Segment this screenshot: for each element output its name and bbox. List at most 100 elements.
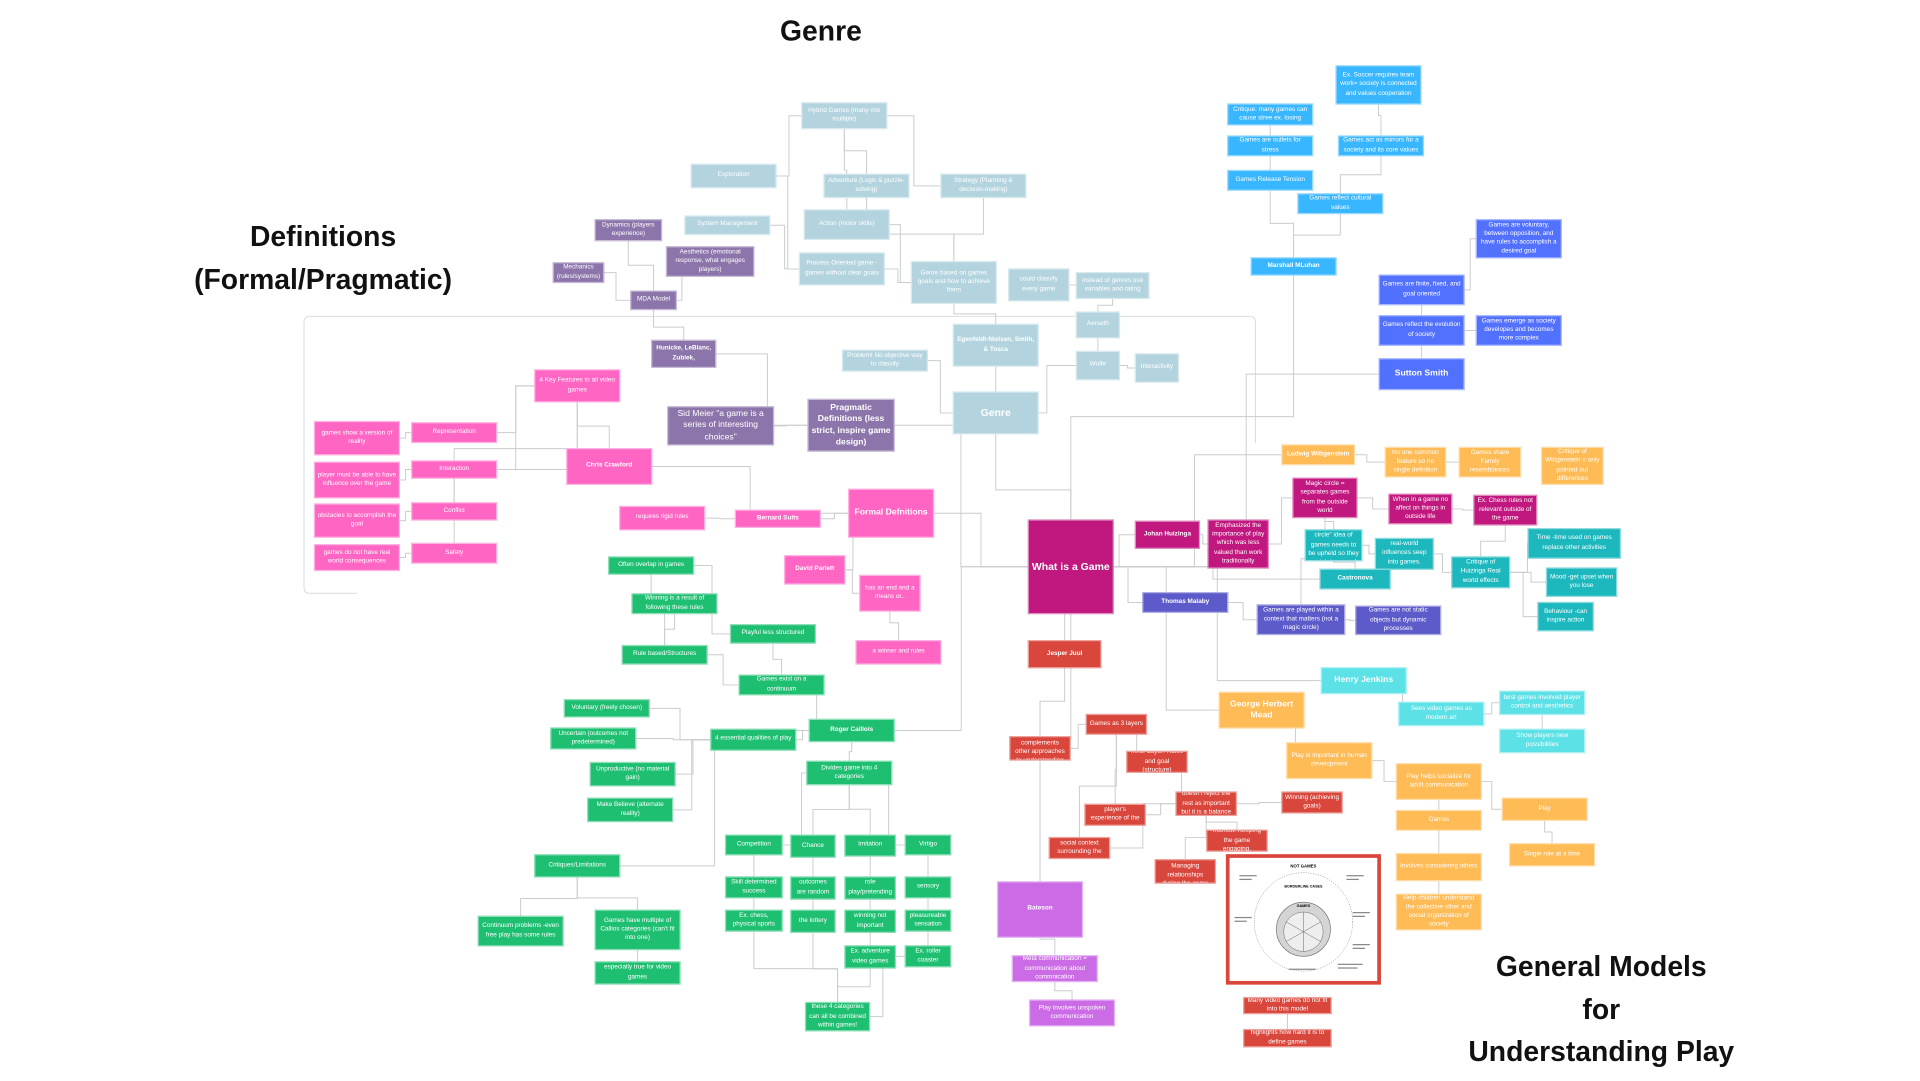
node-sees[interactable]: Sees video games as modern art bbox=[1398, 701, 1485, 727]
node-chance[interactable]: Chance bbox=[790, 834, 836, 858]
node-aerseth[interactable]: Aerseth bbox=[1075, 311, 1121, 339]
node-voluntary[interactable]: Voluntary (freely chosen) bbox=[563, 699, 650, 718]
node-soccer[interactable]: Ex. Soccer requires team work= society i… bbox=[1335, 65, 1422, 105]
node-four-key[interactable]: 4 Key Features to all video games bbox=[534, 369, 621, 403]
node-context[interactable]: Games are played within a context that m… bbox=[1256, 604, 1346, 636]
node-winning-goals[interactable]: Winning (achieving goals) bbox=[1281, 791, 1343, 814]
node-best[interactable]: best games involved player control and a… bbox=[1499, 690, 1586, 716]
node-has-end[interactable]: has an end and a means or.. bbox=[859, 574, 921, 612]
node-pleasure[interactable]: pleasureable sensation bbox=[904, 909, 952, 932]
node-mirrors[interactable]: Games act as mirrors for a society and i… bbox=[1337, 135, 1425, 157]
node-when-in[interactable]: When in a game no affect on things in ou… bbox=[1388, 493, 1453, 525]
node-outlets[interactable]: Games are outlets for stress bbox=[1227, 135, 1314, 157]
node-help[interactable]: Help children understand the collective … bbox=[1395, 893, 1482, 931]
node-coaster[interactable]: Ex. roller coaster bbox=[904, 945, 952, 968]
node-show[interactable]: Show players new possibilities bbox=[1499, 728, 1586, 754]
node-voluntary-opp[interactable]: Games are voluntary, between opposition,… bbox=[1475, 219, 1562, 259]
node-chris[interactable]: Chris Crawford bbox=[566, 448, 653, 485]
node-mda[interactable]: MDA Model bbox=[630, 290, 677, 311]
node-time[interactable]: Time -time used on games replace other a… bbox=[1527, 528, 1621, 559]
node-wittgenstein[interactable]: Ludwig Wittgenstein bbox=[1281, 444, 1356, 466]
node-conflict[interactable]: Conflict bbox=[411, 502, 498, 521]
node-interaction[interactable]: Interaction bbox=[411, 460, 498, 479]
node-agree[interactable]: Agree the "magic circle" idea of games n… bbox=[1304, 529, 1363, 562]
node-castronova[interactable]: Castronova bbox=[1319, 568, 1391, 590]
node-interest[interactable]: Interest: Keeping the game engaging. bbox=[1206, 829, 1268, 852]
node-critique-h[interactable]: Critique of Huizinga Real world effects bbox=[1451, 556, 1511, 589]
node-evolution[interactable]: Games reflect the evolution of society bbox=[1378, 315, 1465, 346]
node-critique-w[interactable]: Critique of Wittgenstein = only pointed … bbox=[1540, 446, 1604, 485]
node-third[interactable]: Third Layer: The social context surround… bbox=[1048, 836, 1111, 860]
node-family[interactable]: Games share Family resemblances bbox=[1458, 446, 1522, 478]
node-what-is[interactable]: What is a Game bbox=[1027, 519, 1114, 615]
node-focusing[interactable]: Focusing on 1 doesn't reject the rest as… bbox=[1175, 791, 1237, 817]
node-multiple[interactable]: Games have multiple of Callios categorie… bbox=[594, 909, 681, 951]
node-player-must[interactable]: player must be able to have influence ov… bbox=[313, 461, 401, 499]
node-lottery[interactable]: the lottery bbox=[790, 909, 836, 933]
node-wolfe[interactable]: Wolfe bbox=[1075, 350, 1121, 381]
node-outcomes[interactable]: outcomes are random bbox=[790, 876, 836, 900]
node-chess[interactable]: Ex. chess, physical sports bbox=[724, 909, 783, 932]
node-adventure[interactable]: Adventure (Logic & puzzle-solving) bbox=[823, 173, 910, 199]
node-magic[interactable]: Magic circle = separates games from the … bbox=[1292, 477, 1358, 519]
node-representation[interactable]: Representation bbox=[411, 422, 498, 444]
node-often[interactable]: Often overlap in games bbox=[608, 556, 695, 575]
node-henry[interactable]: Henry Jenkins bbox=[1320, 667, 1407, 695]
node-johan[interactable]: Johan Huizinga bbox=[1134, 520, 1201, 549]
node-sid-meier[interactable]: Sid Meier "a game is a series of interes… bbox=[667, 406, 775, 446]
node-winning[interactable]: Winning is a result of following these r… bbox=[631, 593, 718, 615]
node-sysmgmt[interactable]: System Management bbox=[684, 215, 771, 236]
node-pragmatic[interactable]: Pragmatic Definitions (less strict, insp… bbox=[807, 398, 895, 452]
node-genre[interactable]: Genre bbox=[952, 391, 1039, 435]
node-uncertain[interactable]: Uncertain (outcomes not predetermined) bbox=[550, 727, 637, 750]
node-virtigo[interactable]: Virtigo bbox=[904, 834, 952, 856]
node-juul[interactable]: Jesper Juul bbox=[1027, 640, 1102, 669]
node-mechanics[interactable]: Mechanics (rules/systems) bbox=[552, 262, 605, 284]
node-emerge[interactable]: Games emerge as society developes and be… bbox=[1475, 315, 1562, 346]
node-play[interactable]: Play bbox=[1501, 797, 1588, 821]
node-no-common[interactable]: No one common feature so no single defin… bbox=[1384, 446, 1447, 478]
node-winner[interactable]: a winner and rules bbox=[855, 640, 942, 665]
node-mead[interactable]: George Herbert Mead bbox=[1218, 691, 1305, 729]
node-aesthetics[interactable]: Aesthetics (emotional response, what eng… bbox=[665, 246, 755, 277]
node-many-vg[interactable]: Many video games do not fit into this mo… bbox=[1243, 996, 1332, 1015]
node-rigid[interactable]: requires rigid rules bbox=[619, 505, 706, 531]
node-process[interactable]: Process Oriented game -games without cle… bbox=[798, 252, 885, 286]
node-real-world[interactable]: real-world influences seep into games. bbox=[1374, 537, 1434, 570]
node-caillois[interactable]: Roger Caillois bbox=[808, 718, 895, 743]
node-safety[interactable]: Safety bbox=[411, 542, 498, 564]
node-could-classify[interactable]: could classify every game bbox=[1008, 268, 1070, 302]
node-combined[interactable]: these 4 categories can all be combined w… bbox=[804, 1001, 871, 1032]
node-formal[interactable]: Formal Defnitions bbox=[848, 488, 935, 538]
node-finite[interactable]: Games are finite, fixed, and goal orient… bbox=[1378, 274, 1465, 306]
node-considering[interactable]: Involves considering others bbox=[1395, 852, 1482, 882]
node-emphasized[interactable]: Emphasized the importance of play which … bbox=[1207, 519, 1269, 569]
node-dynamics[interactable]: Dynamics (players experience) bbox=[594, 219, 663, 242]
node-genre-goals[interactable]: Genre based on games goals and how to ac… bbox=[910, 260, 997, 305]
node-continuum[interactable]: Games exist on a continuum bbox=[738, 674, 825, 696]
node-instead[interactable]: instead of genres use variables and rati… bbox=[1075, 272, 1150, 300]
node-not-static[interactable]: Games are not static objects but dynamic… bbox=[1355, 605, 1442, 636]
node-rulebased[interactable]: Rule based/Structures bbox=[621, 644, 708, 665]
node-bateson[interactable]: Bateson bbox=[996, 881, 1084, 938]
node-winning-not[interactable]: winning not important bbox=[844, 909, 897, 933]
node-meta[interactable]: Meta communication = communication about… bbox=[1011, 955, 1098, 983]
node-mood[interactable]: Mood -get upset when you lose bbox=[1545, 567, 1618, 597]
node-hybrid[interactable]: Hybrid Games (many mix multiple) bbox=[801, 102, 888, 130]
node-playful[interactable]: Playful less structured bbox=[729, 624, 817, 644]
node-strategy[interactable]: Strategy (Planning & decision-making) bbox=[940, 173, 1027, 199]
node-exploration[interactable]: Exploration bbox=[690, 163, 777, 189]
node-second[interactable]: Second Layer: The player's experience of… bbox=[1084, 803, 1146, 826]
node-competition[interactable]: Competition bbox=[724, 834, 783, 856]
node-four-essential[interactable]: 4 essential qualities of play bbox=[710, 728, 797, 751]
node-problem[interactable]: Problem! No objective way to classify bbox=[841, 349, 929, 372]
node-divides[interactable]: Divides game into 4 categories bbox=[806, 760, 893, 786]
node-believes[interactable]: believes Magic Circle complements other … bbox=[1009, 736, 1071, 761]
node-release[interactable]: Games Release Tension bbox=[1227, 169, 1314, 191]
node-no-real[interactable]: games do not have real world consequence… bbox=[313, 544, 401, 572]
node-obstacles[interactable]: obstacles to accomplish the goal bbox=[313, 503, 401, 538]
node-social[interactable]: Social Dynamics: Managing relationships … bbox=[1154, 859, 1217, 884]
node-imitation[interactable]: Imitation bbox=[844, 834, 897, 857]
node-games-show[interactable]: games show a version of reality bbox=[313, 420, 401, 456]
